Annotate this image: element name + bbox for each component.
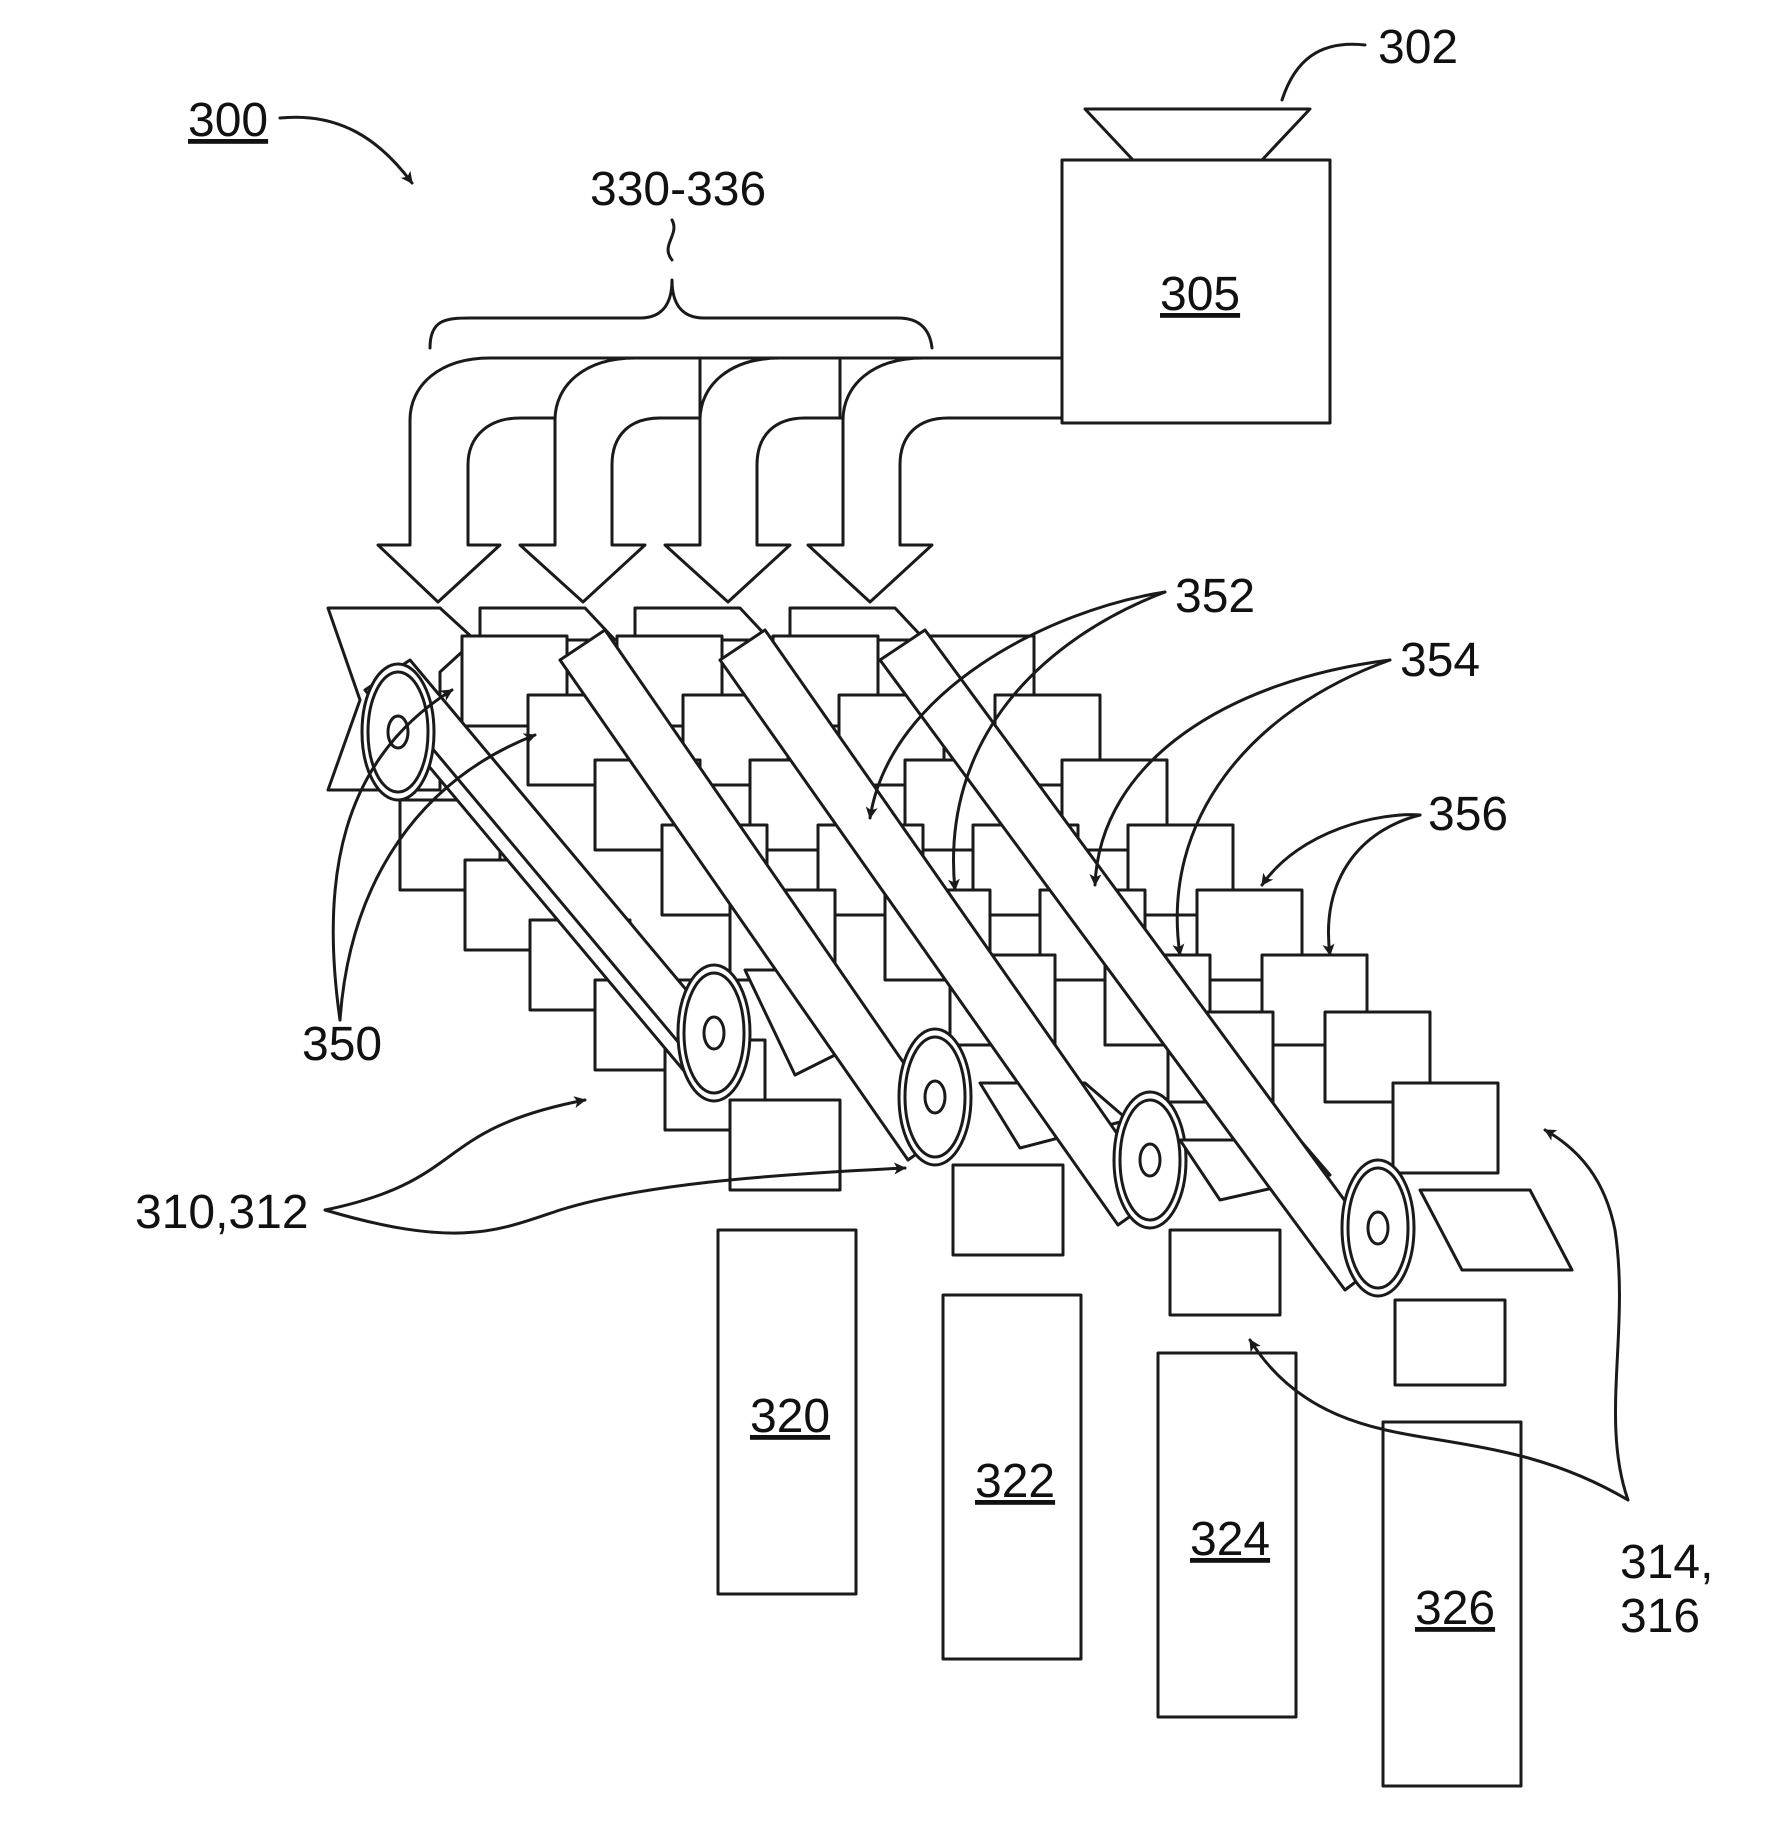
ref-314-label: 314, xyxy=(1620,1536,1713,1589)
ref-310-312-label: 310,312 xyxy=(135,1186,309,1239)
bin-324: 324 xyxy=(1158,1353,1296,1717)
ref-302-label: 302 xyxy=(1378,21,1458,74)
hopper-funnel xyxy=(1085,109,1310,160)
source-box-305: 305 xyxy=(1062,160,1330,423)
bin-320: 320 xyxy=(718,1230,856,1594)
bin-322-label: 322 xyxy=(975,1455,1055,1508)
ref-300-group: 300 xyxy=(188,94,412,183)
ref-352-label: 352 xyxy=(1175,570,1255,623)
bin-324-label: 324 xyxy=(1190,1513,1270,1566)
hopper-302: 302 xyxy=(1085,21,1458,160)
bin-320-label: 320 xyxy=(750,1390,830,1443)
ref-350-label: 350 xyxy=(302,1018,382,1071)
feed-streams-330-336: 330-336 xyxy=(378,163,1062,602)
ref-302-leader xyxy=(1282,44,1365,100)
bin-322: 322 xyxy=(943,1295,1081,1659)
ref-300-arrow xyxy=(280,117,412,183)
ref-316-label: 316 xyxy=(1620,1590,1700,1643)
bin-326: 326 xyxy=(1383,1422,1521,1786)
ref-354-label: 354 xyxy=(1400,634,1480,687)
feed-brace xyxy=(430,280,932,348)
ref-305-label: 305 xyxy=(1160,268,1240,321)
ref-300-label: 300 xyxy=(188,94,268,147)
ref-356-label: 356 xyxy=(1428,788,1508,841)
feed-brace-tick xyxy=(668,220,674,260)
ref-330-336-label: 330-336 xyxy=(590,163,766,216)
bin-326-label: 326 xyxy=(1415,1582,1495,1635)
